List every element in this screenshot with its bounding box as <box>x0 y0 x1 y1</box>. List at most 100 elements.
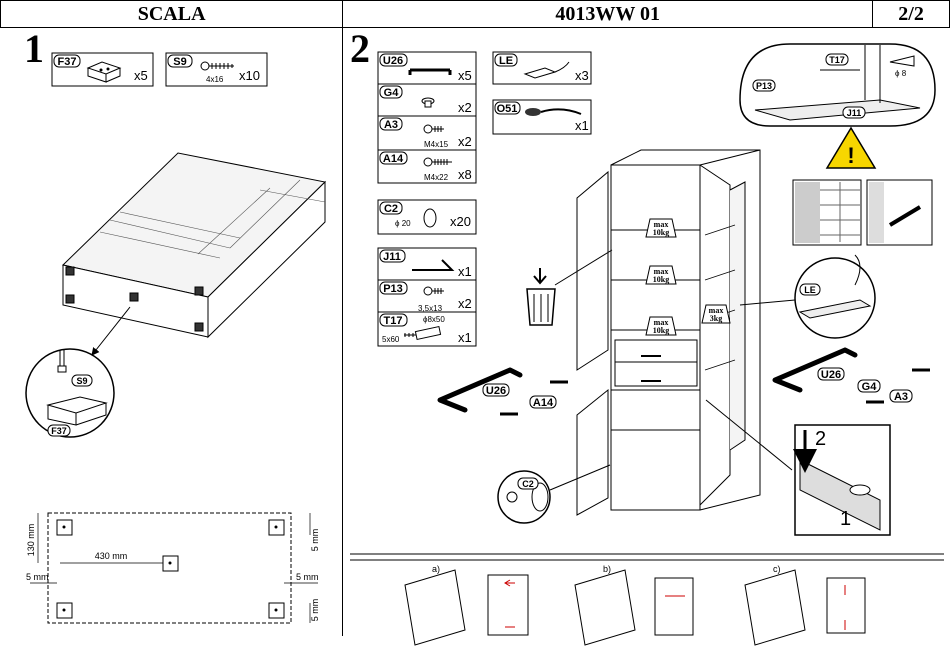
dim-5-right: 5 mm <box>296 572 319 582</box>
hinge-step-a: a) <box>432 564 440 574</box>
part-code: P13 <box>383 283 403 295</box>
part-qty: x2 <box>458 296 472 311</box>
screw-detail-circle: S9 F37 <box>25 348 115 438</box>
led-strip-icon <box>523 61 570 79</box>
tag-a14: A14 <box>533 397 554 409</box>
tag-g4: G4 <box>862 381 878 393</box>
screw-icon <box>423 157 452 167</box>
dim-130: 130 mm <box>26 524 36 557</box>
step-divider <box>342 28 343 636</box>
part-qty: x10 <box>239 68 260 83</box>
part-f37-box: F37 x5 <box>51 52 154 87</box>
diameter-label: ϕ 8 <box>895 69 907 78</box>
dim-5-top: 5 mm <box>310 529 320 552</box>
hinge-step-c: c) <box>773 564 781 574</box>
load-line1: max <box>654 318 669 327</box>
wall-fixing-detail: T17 P13 J11 ϕ 8 <box>739 43 936 127</box>
part-code: G4 <box>384 87 400 99</box>
load-line2: 10kg <box>653 228 669 237</box>
part-size: M4x22 <box>424 173 449 182</box>
part-qty: x2 <box>458 134 472 149</box>
part-size: ϕ 20 <box>395 219 411 228</box>
tag-a3: A3 <box>894 391 908 403</box>
cap-detail-circle: C2 <box>497 464 611 524</box>
cap-icon <box>423 208 437 228</box>
header-bar: SCALA 4013WW 01 2/2 <box>0 0 950 28</box>
part-size: ϕ8x50 <box>423 315 445 324</box>
tag-c2: C2 <box>522 479 534 489</box>
svg-text:1: 1 <box>840 508 851 530</box>
handle-icon <box>408 68 452 75</box>
load-line2: 10kg <box>653 275 669 284</box>
product-name: SCALA <box>1 1 344 27</box>
part-qty: x2 <box>458 100 472 115</box>
part-size: 4x16 <box>206 75 224 84</box>
part-s9-box: S9 4x16 x10 <box>165 52 268 87</box>
svg-text:2: 2 <box>815 428 826 450</box>
step-1-number: 1 <box>24 26 44 71</box>
step-2-number: 2 <box>350 26 370 71</box>
part-code: F37 <box>58 56 77 68</box>
tag-u26: U26 <box>486 385 506 397</box>
led-detail-circle: LE <box>739 254 876 339</box>
parts-list-left: U26 G4 A3 A14 C2 J11 P13 T17 M4x22 M4x15… <box>377 51 477 347</box>
dim-430: 430 mm <box>95 551 128 561</box>
part-code: U26 <box>383 55 403 67</box>
bracket-icon <box>412 259 455 271</box>
part-qty: x5 <box>134 68 148 83</box>
load-line2: 3kg <box>710 314 722 323</box>
screw-icon <box>200 61 234 71</box>
tag-p13: P13 <box>756 81 772 91</box>
part-qty: x20 <box>450 214 471 229</box>
cabinet-base-drawing <box>61 152 327 356</box>
dim-5-bottom: 5 mm <box>310 599 320 622</box>
part-code: LE <box>499 55 513 67</box>
shelf-detail-circle: 2 1 <box>705 399 891 536</box>
product-code: 4013WW 01 <box>343 1 874 27</box>
parts-list-right: LE O51 x3 x1 <box>492 51 592 135</box>
dim-5-left: 5 mm <box>26 572 49 582</box>
screw-icon <box>423 286 444 296</box>
part-size: 3,5x13 <box>418 304 443 313</box>
load-labels: max 10kg max 10kg max 10kg max 3kg <box>645 218 731 336</box>
detail-tag-s9: S9 <box>76 376 87 386</box>
part-code: C2 <box>384 203 398 215</box>
cabinet-drawing <box>576 149 761 516</box>
trash-bin-icon <box>526 249 613 326</box>
block-icon <box>86 61 122 83</box>
warning-icon: ! <box>825 126 877 169</box>
part-qty: x1 <box>458 330 472 345</box>
load-line1: max <box>654 220 669 229</box>
wall-type-detail <box>792 179 933 246</box>
part-qty: x1 <box>575 118 589 133</box>
bottom-plan-view: 130 mm 430 mm 5 mm 5 mm 5 mm 5 mm <box>26 512 320 624</box>
part-qty: x5 <box>458 68 472 83</box>
handle-assembly-right: U26 G4 A3 <box>772 347 930 404</box>
dowel-screw-icon <box>404 325 442 341</box>
part-code: A14 <box>383 153 404 165</box>
tag-t17: T17 <box>829 55 845 65</box>
hinge-adjustment-panel: a) b) c) <box>350 553 944 646</box>
part-code: S9 <box>173 56 186 68</box>
part-code: J11 <box>383 251 401 263</box>
hinge-step-b: b) <box>603 564 611 574</box>
part-qty: x1 <box>458 264 472 279</box>
screw-icon <box>423 124 444 134</box>
tag-j11: J11 <box>847 108 862 118</box>
glass-support-icon <box>421 97 435 108</box>
part-code: T17 <box>384 315 403 327</box>
load-line2: 10kg <box>653 326 669 335</box>
tag-u26: U26 <box>821 369 841 381</box>
part-code: A3 <box>384 119 398 131</box>
part-size: M4x15 <box>424 140 449 149</box>
part-qty: x3 <box>575 68 589 83</box>
tag-le: LE <box>804 285 816 295</box>
part-qty: x8 <box>458 167 472 182</box>
load-line1: max <box>709 306 724 315</box>
handle-assembly-left: U26 A14 <box>437 367 568 416</box>
load-line1: max <box>654 267 669 276</box>
part-code: O51 <box>497 103 518 115</box>
svg-text:!: ! <box>847 143 854 168</box>
part-size: 5x60 <box>382 335 400 344</box>
